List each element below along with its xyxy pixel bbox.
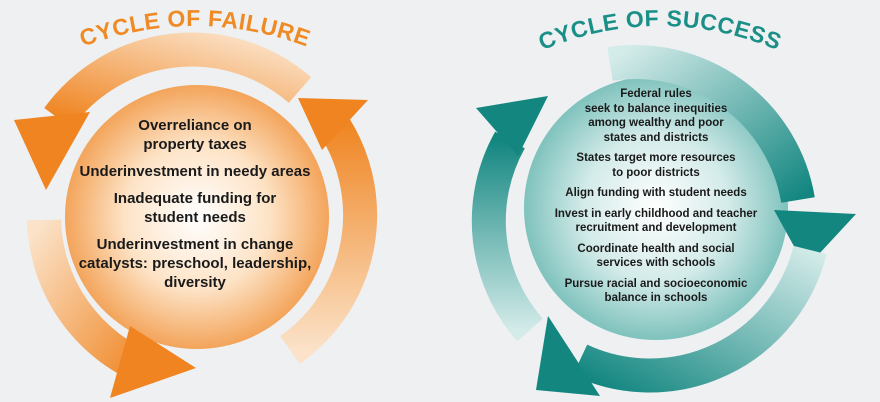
success-item: Pursue racial and socioeconomic balance … (564, 277, 748, 305)
success-arrowhead-down (774, 210, 856, 268)
failure-item: Underinvestment in change catalysts: pre… (78, 236, 312, 291)
success-item: States target more resources to poor dis… (576, 152, 736, 179)
success-arc-top (607, 45, 815, 204)
success-item: Federal rules seek to balance inequities… (584, 88, 728, 144)
success-center-disc (524, 76, 788, 340)
success-item: Align funding with student needs (565, 187, 747, 199)
failure-cycle-graphic: CYCLE OF FAILURE (14, 5, 378, 398)
failure-arrowhead-left (14, 112, 90, 190)
failure-arrowhead-up (298, 98, 368, 150)
failure-items: Overreliance on property taxes Underinve… (70, 116, 320, 300)
success-item: Invest in early childhood and teacher re… (554, 207, 758, 235)
failure-item: Underinvestment in needy areas (79, 163, 311, 180)
success-arc-left (471, 131, 543, 342)
failure-arrowhead-right (110, 326, 196, 398)
failure-arc-right (279, 110, 378, 364)
success-items: Federal rules seek to balance inequities… (536, 87, 776, 312)
success-arrowhead-up (476, 96, 548, 156)
success-item: Coordinate health and social services wi… (577, 242, 735, 270)
cycle-of-success-diagram: CYCLE OF SUCCESS Federal rules seek to b… (440, 0, 880, 402)
failure-item: Inadequate funding for student needs (113, 190, 277, 226)
failure-item: Overreliance on property taxes (138, 117, 252, 153)
failure-arc-top (44, 32, 312, 129)
success-arrowhead-left (536, 316, 600, 396)
failure-center-disc (65, 85, 329, 349)
success-cycle-graphic: CYCLE OF SUCCESS (471, 5, 856, 396)
success-arc-bottom (572, 245, 827, 393)
cycle-of-failure-diagram: CYCLE OF FAILURE Overreliance on propert… (14, 5, 378, 398)
